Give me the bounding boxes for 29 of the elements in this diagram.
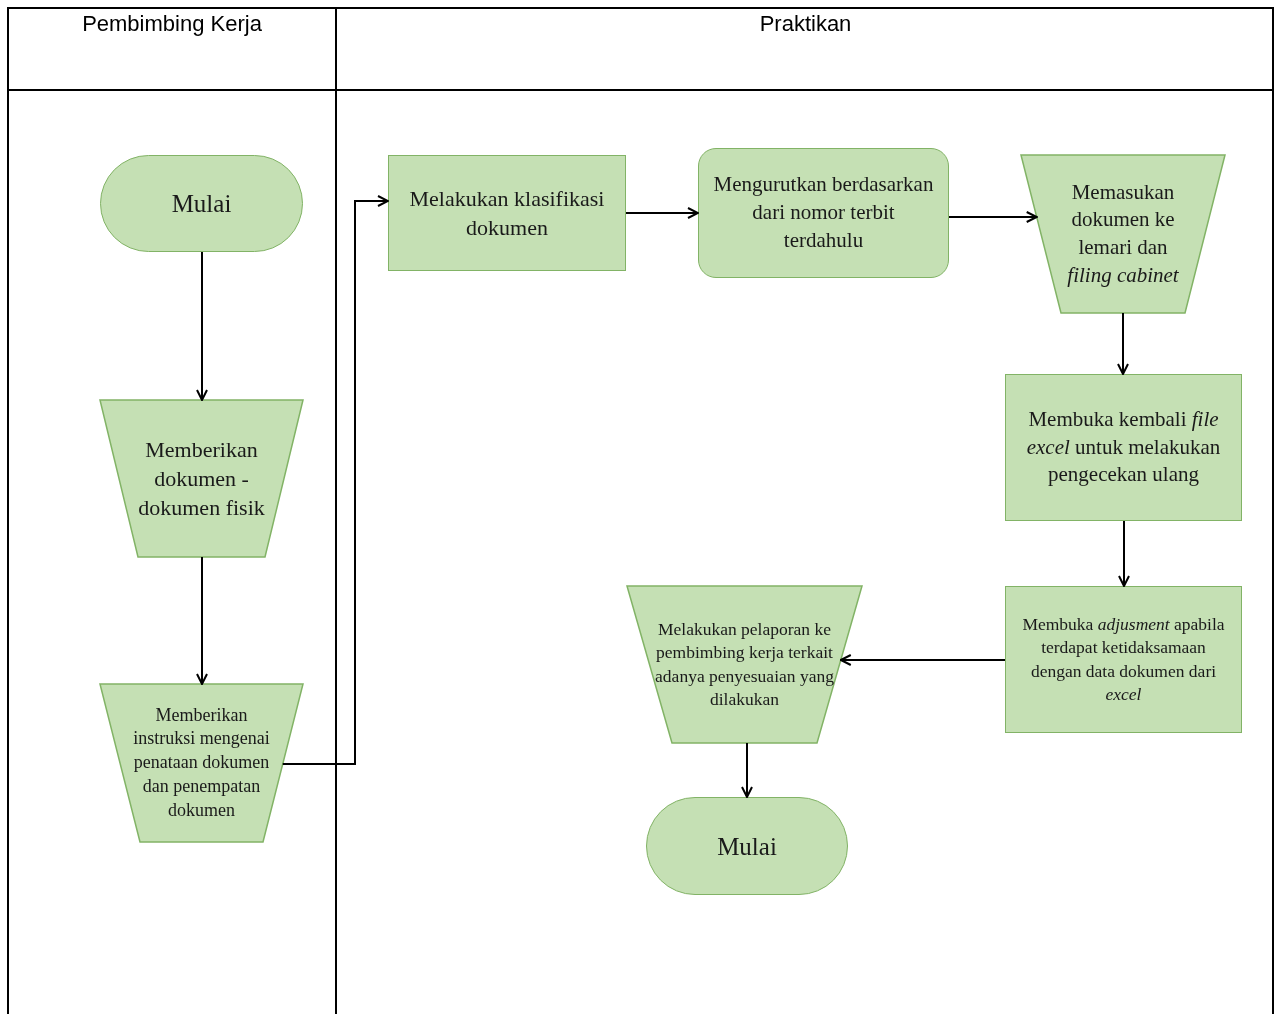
node-label: Melakukan pelaporan ke pembimbing kerja terkait adanya penyesuaian yang dilakukan [654,618,835,711]
arrow [1117,312,1129,375]
arrow [948,211,1038,223]
arrow [839,654,1006,666]
lane-title: Praktikan [758,11,853,37]
arrow [196,251,208,401]
manual-operation-shape [100,400,303,557]
arrow [625,207,699,219]
process-box [698,148,949,278]
node-label: Memasukan dokumen ke lemari dan filing cabinet [1066,178,1180,289]
node-label: Mulai [716,831,778,862]
manual-operation-shape [627,586,862,743]
node-label: Melakukan klasifikasi dokumen [408,184,606,242]
node-label: Mulai [170,189,233,219]
node-label: Membuka adjusment apabila terdapat ketidaksamaan dengan data dokumen dari excel [1021,613,1226,706]
process-box [388,155,626,271]
manual-operation-shape [1021,155,1225,313]
node-label: Membuka kembali file excel untuk melakukan pengecekan ulang [1025,405,1222,489]
lane-title: Pembimbing Kerja [81,11,263,37]
process-box [1005,374,1242,521]
arrow [281,195,389,765]
node-label: Mengurutkan berdasarkan dari nomor terbit terdahulu [712,171,935,254]
arrow [196,556,208,685]
arrow [741,742,753,798]
node-label: Memberikan dokumen - dokumen fisik [137,435,266,522]
node-label: Memberikan instruksi mengenai penataan dokumen dan penempatan dokumen [132,703,271,822]
manual-operation-shape [100,684,303,842]
process-box [1005,586,1242,733]
arrow [1118,520,1130,587]
